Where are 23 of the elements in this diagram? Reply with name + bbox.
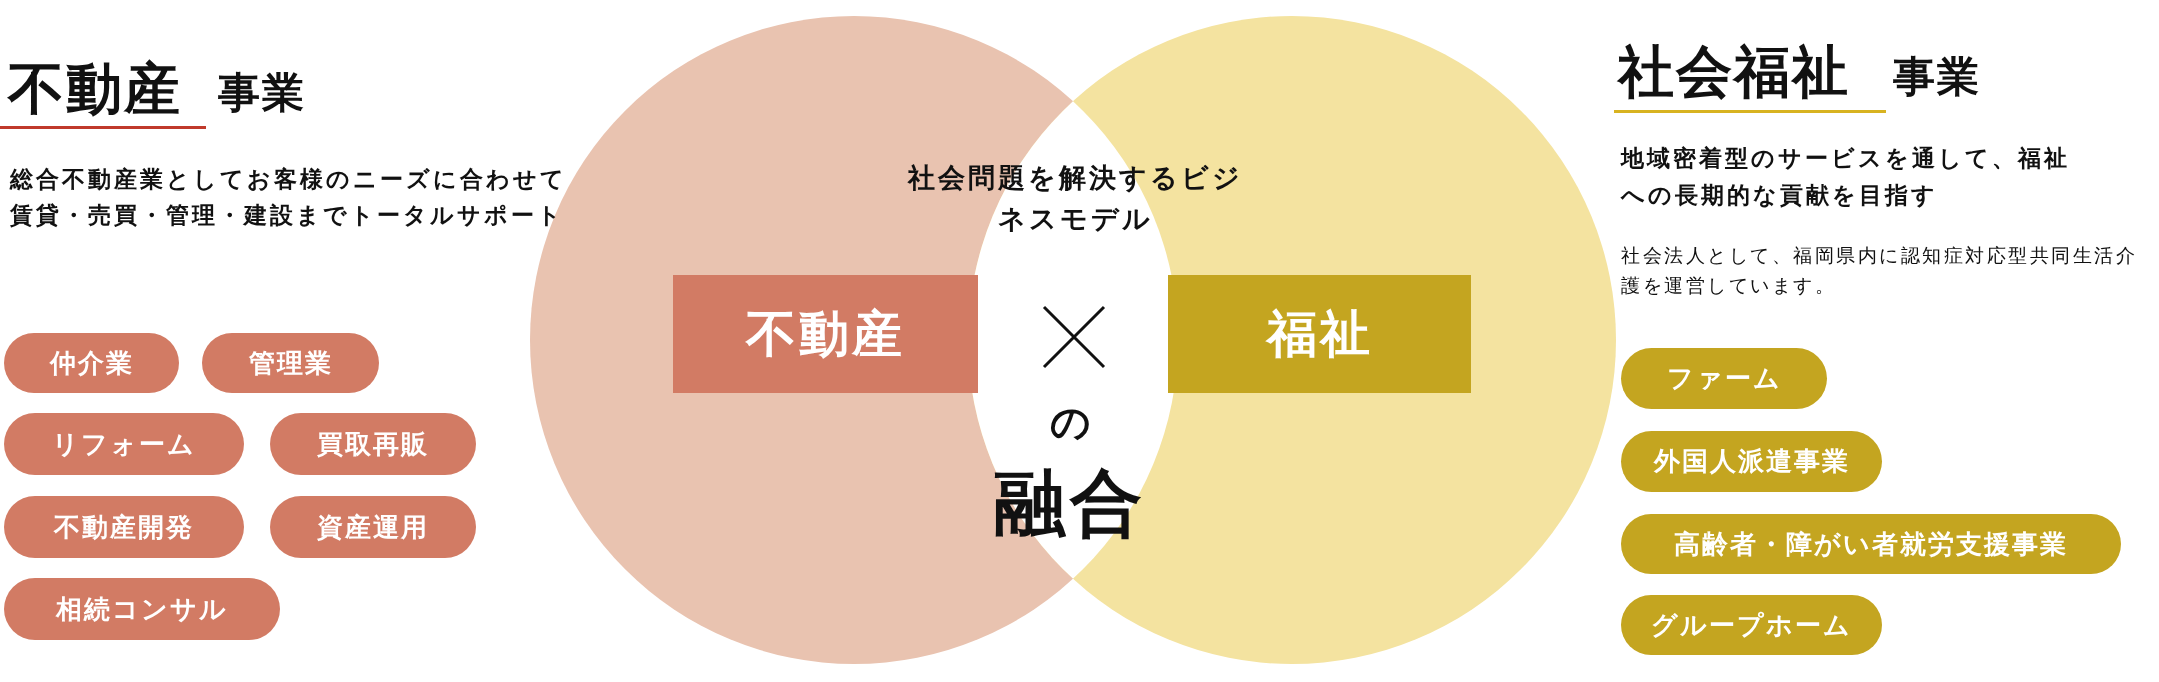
description-text: 総合不動産業としてお客様のニーズに合わせて賃貸・売買・管理・建設までトータルサポート	[10, 165, 568, 230]
category-pill: 外国人派遣事業	[1621, 431, 1882, 492]
body-text: 社会法人として、福岡県内に認知症対応型共同生活介護を運営しています。	[1621, 243, 2138, 299]
category-pill: 資産運用	[270, 496, 476, 558]
section-heading: 不動産	[8, 55, 182, 123]
category-pill: 管理業	[202, 333, 379, 393]
category-pill: ファーム	[1621, 348, 1827, 409]
connector-word: の	[1048, 398, 1092, 446]
description-text: 地域密着型のサービスを通して、福祉への長期的な貢献を目指す	[1621, 144, 2071, 210]
category-pill: 高齢者・障がい者就労支援事業	[1621, 514, 2121, 574]
category-pill: 相続コンサル	[4, 578, 280, 640]
heading-suffix: 事業	[218, 68, 306, 119]
heading-suffix: 事業	[1893, 52, 1981, 103]
category-pill: 買取再販	[270, 413, 476, 475]
topic-box: 不動産	[673, 275, 978, 393]
category-pill: 仲介業	[4, 333, 179, 393]
category-pill: 不動産開発	[4, 496, 244, 558]
section-heading: 社会福祉	[1618, 38, 1850, 106]
fusion-text: 融合	[993, 460, 1147, 547]
topic-box: 福祉	[1168, 275, 1471, 393]
category-pill: グループホーム	[1621, 595, 1882, 655]
category-pill: リフォーム	[4, 413, 244, 475]
center-caption: 社会問題を解決するビジネスモデル	[906, 161, 1244, 236]
